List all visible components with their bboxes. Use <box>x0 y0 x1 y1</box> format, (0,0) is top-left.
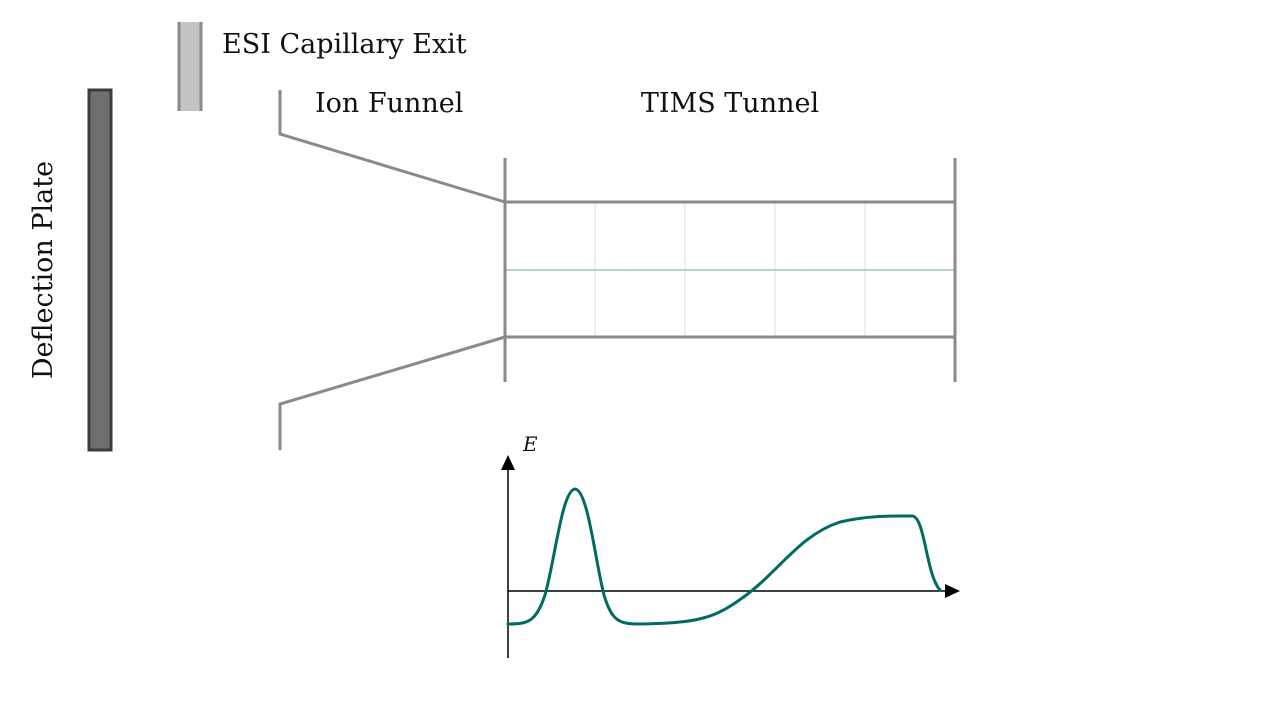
funnel-label: Ion Funnel <box>315 88 463 119</box>
deflection-plate-label: Deflection Plate <box>28 161 59 379</box>
energy-y-arrowhead <box>501 455 515 470</box>
energy-axis-label: E <box>522 432 538 456</box>
funnel-bottom-electrode <box>278 335 506 450</box>
tims-label: TIMS Tunnel <box>641 88 819 119</box>
capillary-exit <box>179 22 201 111</box>
deflection-plate <box>87 88 113 452</box>
energy-x-arrowhead <box>945 584 960 598</box>
energy-profile-curve <box>506 487 942 626</box>
capillary-label: ESI Capillary Exit <box>222 29 467 60</box>
funnel-top-electrode <box>278 90 506 204</box>
